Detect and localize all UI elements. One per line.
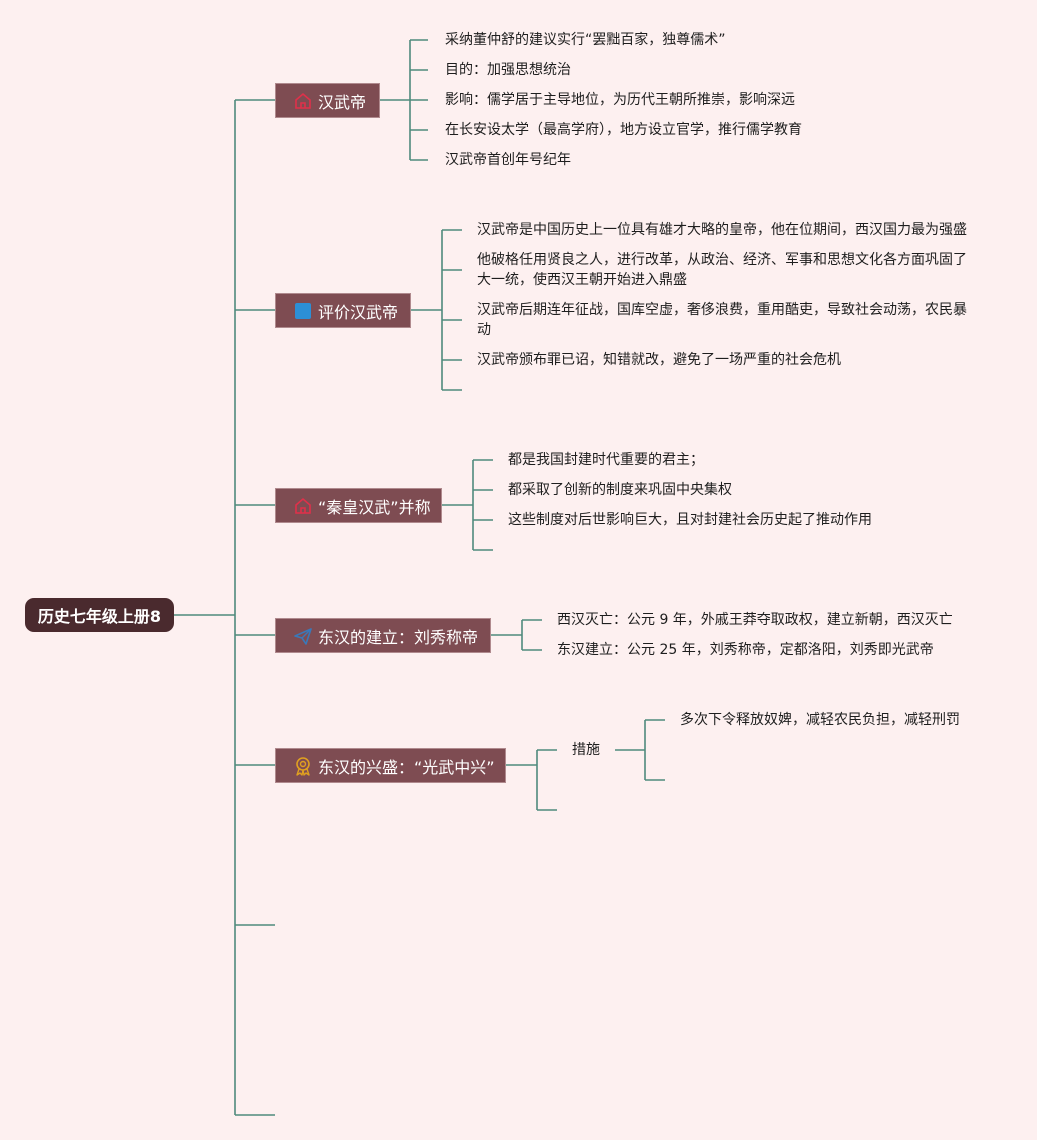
leaf-item[interactable]: 目的：加强思想统治 [445, 62, 571, 78]
topic-label: 东汉的兴盛：“光武中兴” [318, 757, 495, 777]
topic-label: 汉武帝 [318, 92, 367, 112]
leaf-item[interactable]: 都采取了创新的制度来巩固中央集权 [508, 482, 732, 498]
paper-plane-icon [292, 625, 314, 647]
topic-label: “秦皇汉武”并称 [318, 497, 431, 517]
leaf-item[interactable]: 西汉灭亡：公元 9 年，外戚王莽夺取政权，建立新朝，西汉灭亡 [557, 612, 953, 628]
leaf-item[interactable]: 东汉建立：公元 25 年，刘秀称帝，定都洛阳，刘秀即光武帝 [557, 642, 934, 658]
leaf-item[interactable]: 这些制度对后世影响巨大，且对封建社会历史起了推动作用 [508, 512, 872, 528]
topic-label: 东汉的建立：刘秀称帝 [318, 627, 479, 647]
blue-square-icon [292, 300, 314, 322]
topic-han-wudi[interactable]: 汉武帝 [275, 83, 380, 118]
topic-guangwu-restoration[interactable]: 东汉的兴盛：“光武中兴” [275, 748, 506, 783]
leaf-item[interactable]: 多次下令释放奴婢，减轻农民负担，减轻刑罚 [680, 712, 960, 728]
leaf-item[interactable]: 影响：儒学居于主导地位，为历代王朝所推崇，影响深远 [445, 92, 795, 108]
leaf-item[interactable]: 都是我国封建时代重要的君主； [508, 452, 704, 468]
topic-qin-huang-han-wu[interactable]: “秦皇汉武”并称 [275, 488, 442, 523]
leaf-item[interactable]: 在长安设太学（最高学府），地方设立官学，推行儒学教育 [445, 122, 802, 138]
leaf-item[interactable]: 汉武帝颁布罪已诏，知错就改，避免了一场严重的社会危机 [477, 352, 841, 368]
topic-evaluate-han-wudi[interactable]: 评价汉武帝 [275, 293, 411, 328]
leaf-item[interactable]: 采纳董仲舒的建议实行“罢黜百家，独尊儒术” [445, 32, 726, 48]
leaf-item[interactable]: 汉武帝是中国历史上一位具有雄才大略的皇帝，他在位期间，西汉国力最为强盛 [477, 222, 967, 238]
topic-label: 评价汉武帝 [318, 302, 399, 322]
leaf-item[interactable]: 汉武帝首创年号纪年 [445, 152, 571, 168]
house-icon [292, 495, 314, 517]
leaf-item[interactable]: 他破格任用贤良之人，进行改革，从政治、经济、军事和思想文化各方面巩固了大一统，使… [477, 252, 967, 288]
topic-eastern-han-founding[interactable]: 东汉的建立：刘秀称帝 [275, 618, 491, 653]
leaf-item[interactable]: 汉武帝后期连年征战，国库空虚，奢侈浪费，重用酷吏，导致社会动荡，农民暴动 [477, 302, 967, 338]
subtopic-measures[interactable]: 措施 [572, 742, 600, 758]
house-icon [292, 90, 314, 112]
award-ribbon-icon [292, 755, 314, 777]
root-node[interactable]: 历史七年级上册8 [25, 598, 174, 632]
